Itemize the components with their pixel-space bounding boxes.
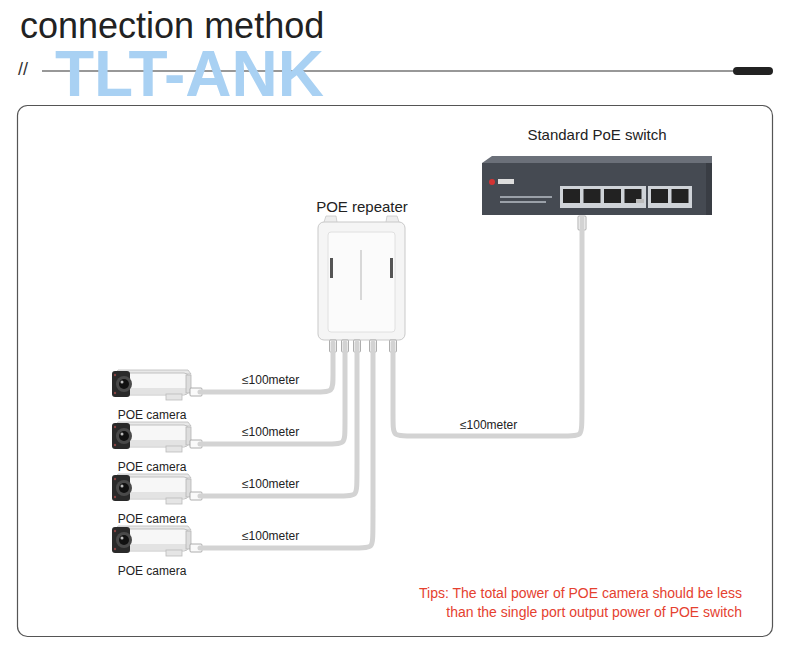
ethernet-cable: [393, 218, 582, 436]
distance-label: ≤100meter: [240, 425, 301, 439]
poe-camera: POE camera: [104, 366, 200, 422]
distance-label: ≤100meter: [240, 477, 301, 491]
poe-camera: POE camera: [104, 470, 200, 526]
ethernet-cable: [200, 343, 333, 392]
ethernet-cable: [200, 343, 357, 496]
camera-illustration: [112, 526, 202, 556]
poe-switch: Standard PoE switch: [482, 126, 712, 218]
node-label: POE repeater: [316, 198, 408, 216]
ethernet-cable: [200, 343, 345, 444]
camera-illustration: [112, 474, 202, 504]
switch-illustration: [482, 156, 712, 230]
tip-note: Tips: The total power of POE camera shou…: [404, 584, 742, 622]
panel-frame: [18, 106, 773, 637]
node-label: POE camera: [118, 512, 187, 526]
page-title: connection method: [20, 4, 324, 47]
camera-illustration: [112, 370, 202, 400]
node-label: POE camera: [118, 408, 187, 422]
header-rule-end: [733, 67, 773, 75]
header-slash: //: [18, 60, 28, 78]
watermark: TLT-ANK: [55, 42, 324, 106]
ethernet-cable: [200, 343, 373, 548]
node-label: POE camera: [118, 460, 187, 474]
poe-camera: POE camera: [104, 522, 200, 578]
poe-repeater: POE repeater: [310, 198, 414, 343]
repeater-illustration: [318, 216, 405, 352]
camera-illustration: [112, 422, 202, 452]
node-label: POE camera: [118, 564, 187, 578]
distance-label: ≤100meter: [240, 373, 301, 387]
distance-label: ≤100meter: [240, 529, 301, 543]
node-label: Standard PoE switch: [527, 126, 666, 144]
distance-label: ≤100meter: [458, 418, 519, 432]
poe-camera: POE camera: [104, 418, 200, 474]
